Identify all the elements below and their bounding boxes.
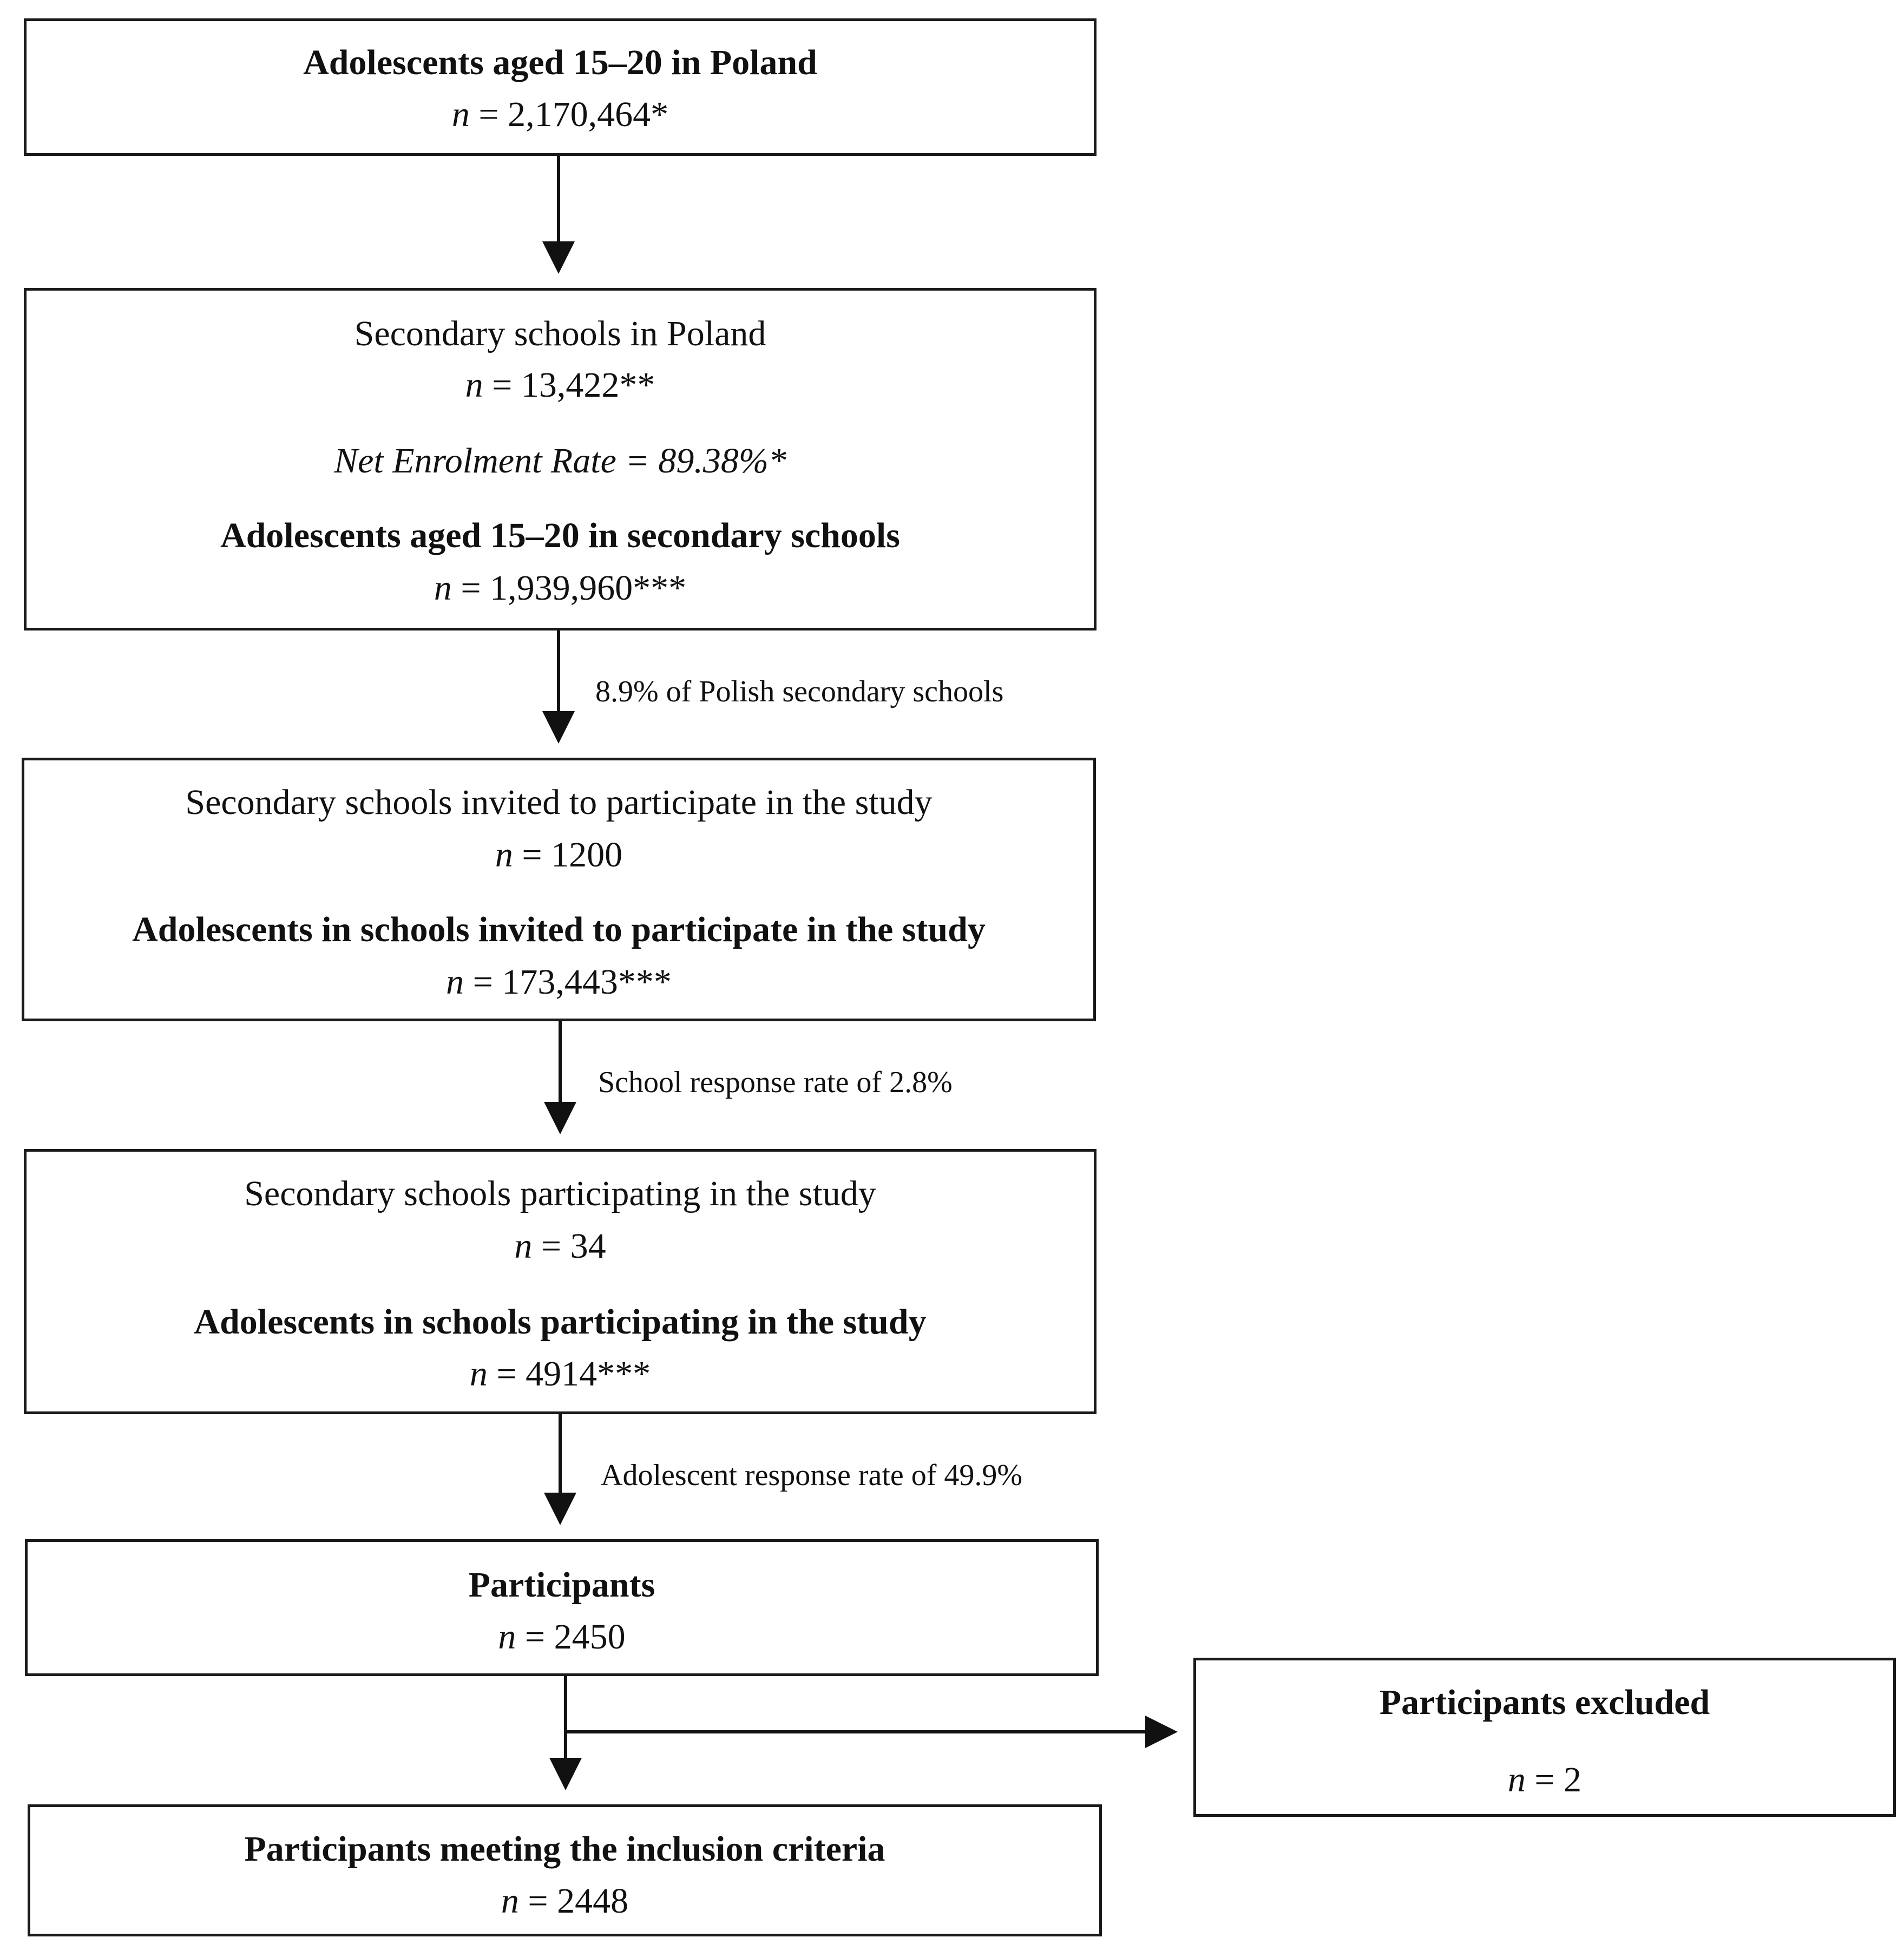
included-count: n = 2448 xyxy=(30,1883,1099,1919)
n-symbol: n xyxy=(495,835,513,875)
participating-schools-title: Secondary schools participating in the s… xyxy=(244,1174,876,1213)
edge-label-adolescent-response: Adolescent response rate of 49.9% xyxy=(601,1459,1023,1492)
participating-schools-box: Secondary schools participating in the s… xyxy=(24,1149,1097,1414)
participants-box: Participants n = 2450 xyxy=(25,1539,1099,1676)
invited-adolescents-count: n = 173,443*** xyxy=(24,964,1093,1000)
net-enrolment-rate: Net Enrolment Rate = 89.38%* xyxy=(334,441,786,481)
edge-label-school-response: School response rate of 2.8% xyxy=(598,1066,953,1099)
invited-schools-title: Secondary schools invited to participate… xyxy=(185,783,933,822)
population-box: Adolescents aged 15–20 in Poland n = 2,1… xyxy=(24,18,1097,156)
secondary-adolescents-count-value: = 1,939,960*** xyxy=(461,568,687,608)
participating-adolescents-title: Adolescents in schools participating in … xyxy=(194,1302,927,1342)
n-symbol: n xyxy=(451,95,470,134)
included-count-value: = 2448 xyxy=(528,1881,629,1921)
excluded-count-value: = 2 xyxy=(1534,1760,1582,1799)
population-count: n = 2,170,464* xyxy=(27,97,1094,133)
participants-title: Participants xyxy=(468,1565,655,1605)
n-symbol: n xyxy=(1507,1760,1526,1799)
participants-count-value: = 2450 xyxy=(524,1617,626,1657)
secondary-adolescents-title: Adolescents aged 15–20 in secondary scho… xyxy=(220,516,900,555)
population-title: Adolescents aged 15–20 in Poland xyxy=(303,43,817,82)
secondary-schools-count-value: = 13,422** xyxy=(492,365,655,405)
n-symbol: n xyxy=(465,365,483,405)
excluded-count: n = 2 xyxy=(1196,1762,1893,1798)
n-symbol: n xyxy=(498,1617,516,1657)
invited-schools-count-value: = 1200 xyxy=(522,835,623,875)
n-symbol: n xyxy=(514,1226,533,1266)
n-symbol: n xyxy=(469,1354,488,1394)
secondary-schools-box: Secondary schools in Poland n = 13,422**… xyxy=(24,288,1097,631)
population-count-value: = 2,170,464* xyxy=(478,95,669,134)
secondary-schools-count: n = 13,422** xyxy=(27,367,1094,403)
n-symbol: n xyxy=(446,962,464,1002)
secondary-adolescents-count: n = 1,939,960*** xyxy=(27,570,1094,606)
participating-adolescents-count-value: = 4914*** xyxy=(496,1354,651,1394)
included-title: Participants meeting the inclusion crite… xyxy=(244,1829,885,1869)
edge-label-sampling: 8.9% of Polish secondary schools xyxy=(595,675,1004,708)
invited-schools-box: Secondary schools invited to participate… xyxy=(22,758,1096,1021)
secondary-schools-title: Secondary schools in Poland xyxy=(354,314,766,353)
invited-schools-count: n = 1200 xyxy=(24,837,1093,873)
invited-adolescents-title: Adolescents in schools invited to partic… xyxy=(132,910,986,949)
participating-schools-count-value: = 34 xyxy=(541,1226,606,1266)
invited-adolescents-count-value: = 173,443*** xyxy=(472,962,672,1002)
participating-adolescents-count: n = 4914*** xyxy=(27,1356,1094,1392)
included-box: Participants meeting the inclusion crite… xyxy=(28,1804,1102,1936)
excluded-box: Participants excluded n = 2 xyxy=(1193,1658,1896,1817)
participating-schools-count: n = 34 xyxy=(27,1229,1094,1264)
participants-count: n = 2450 xyxy=(28,1619,1096,1655)
n-symbol: n xyxy=(501,1881,519,1921)
n-symbol: n xyxy=(434,568,452,608)
excluded-title: Participants excluded xyxy=(1379,1683,1710,1722)
